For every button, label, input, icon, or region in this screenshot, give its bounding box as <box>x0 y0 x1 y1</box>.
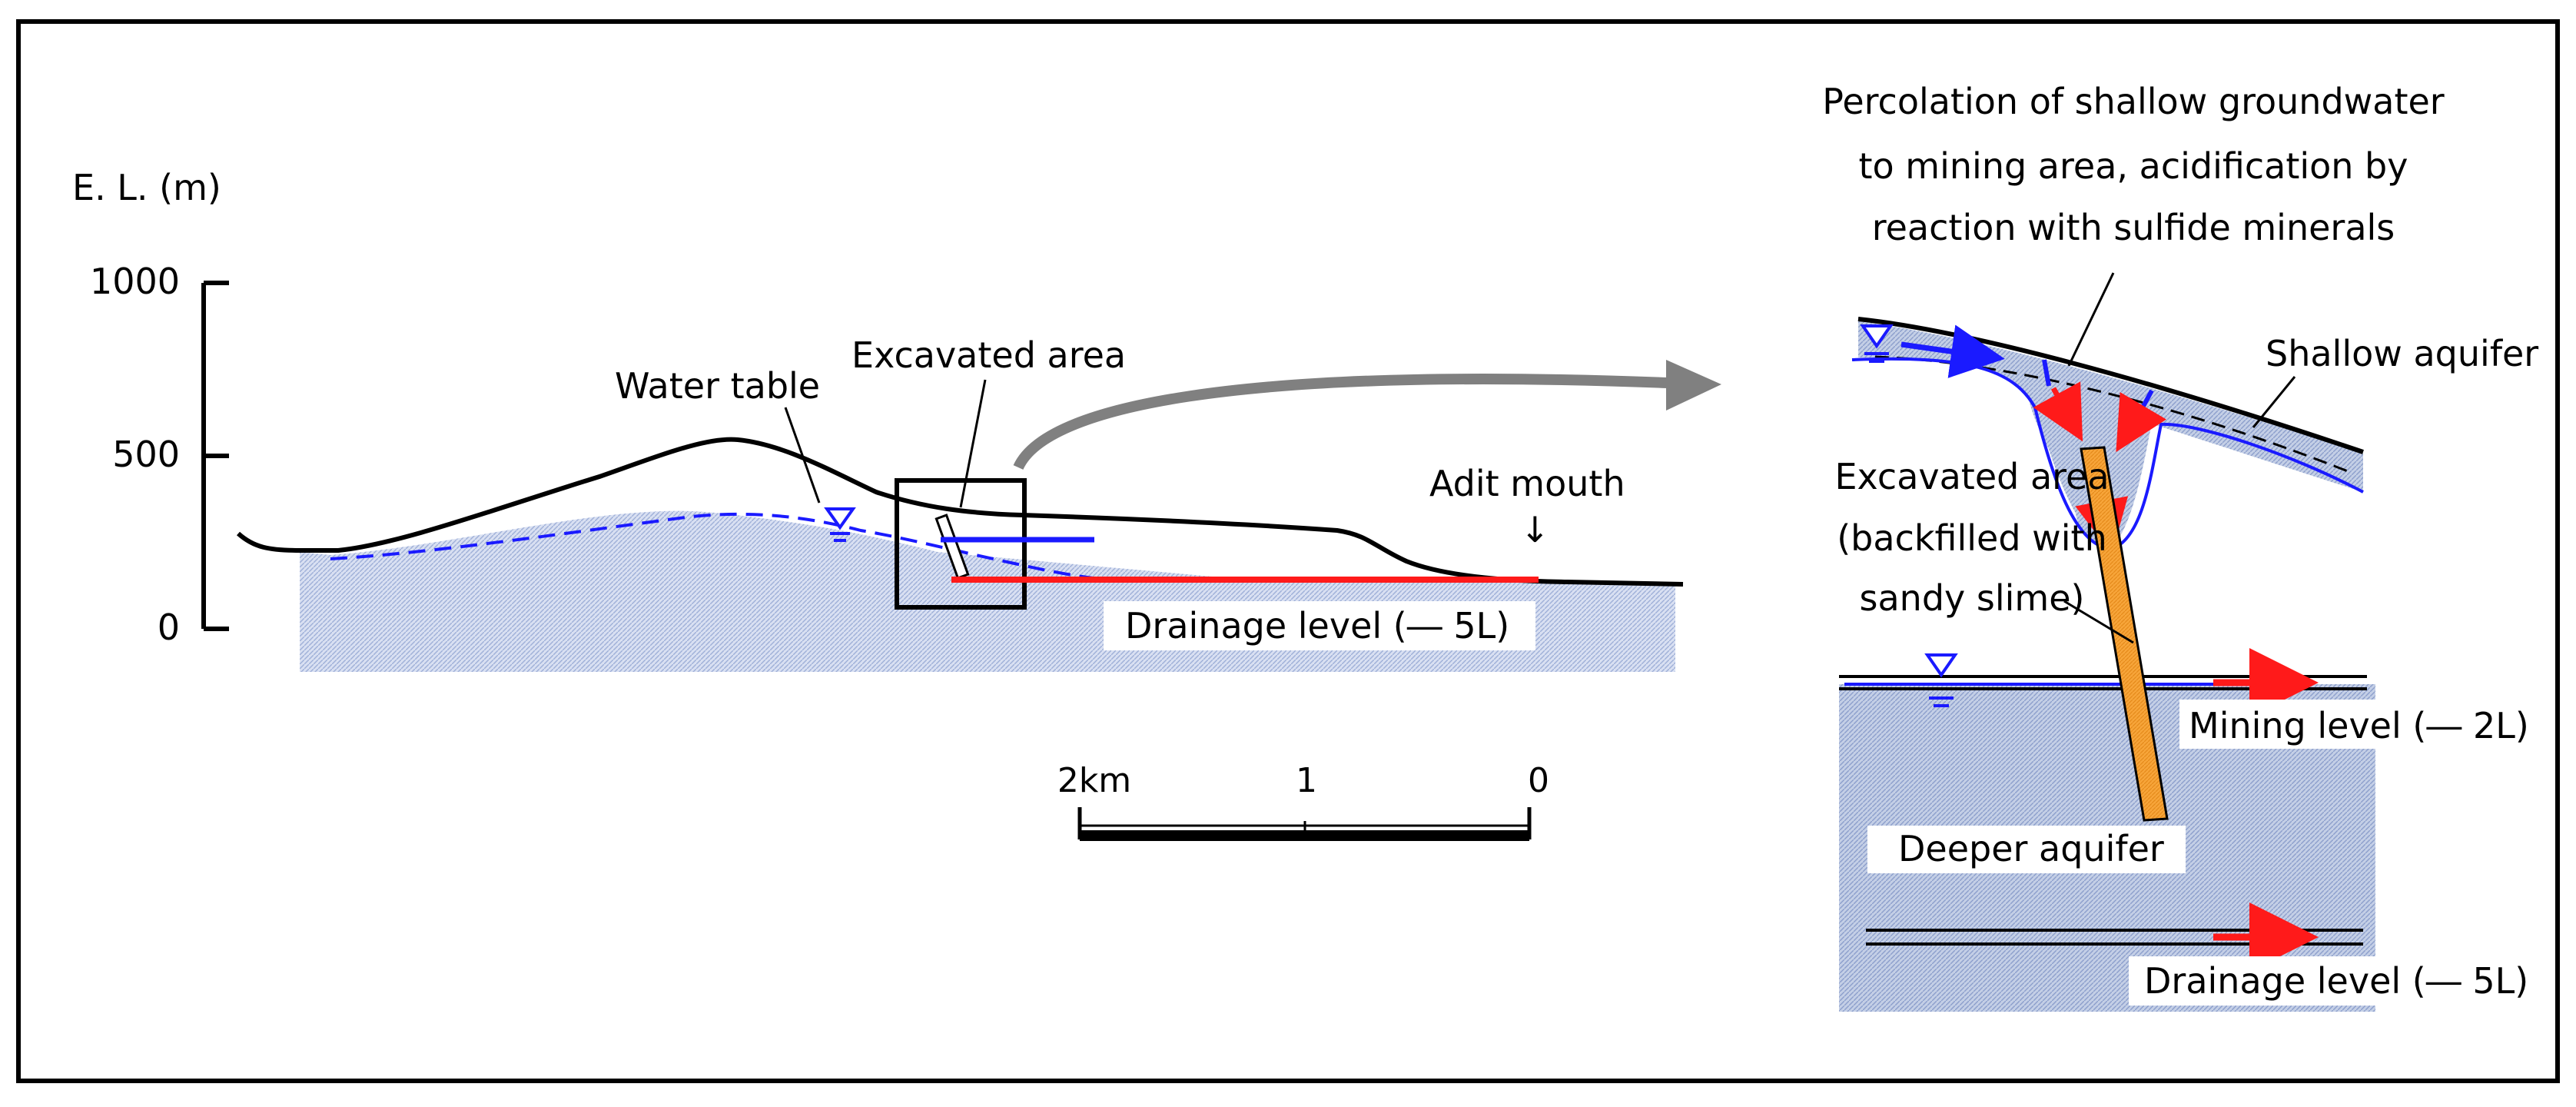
mining-level-label-bg <box>2179 700 2530 749</box>
excavated-area-leader <box>959 379 987 508</box>
detail-drainage-label-bg <box>2129 956 2536 1006</box>
detail-drainage-level-label: Drainage level (― 5L) <box>2144 960 2528 1002</box>
shallow-aquifer-leader <box>2252 376 2296 428</box>
scale-bar: 2km 1 0 <box>1057 761 1549 841</box>
scale-label-0: 0 <box>1528 761 1549 800</box>
detail-panel: Percolation of shallow groundwater to mi… <box>1822 81 2538 1012</box>
deeper-aquifer-label: Deeper aquifer <box>1898 828 2164 869</box>
percolation-note-line-2: to mining area, acidification by <box>1859 145 2408 187</box>
tick-label-0: 0 <box>158 607 180 648</box>
water-table-symbol-icon <box>824 507 856 542</box>
scale-label-1: 1 <box>1296 761 1317 800</box>
tick-label-500: 500 <box>112 434 180 475</box>
detail-water-table-symbol-icon <box>1860 324 1894 363</box>
zoom-box <box>895 478 1027 610</box>
red-flow-arrow-left <box>2033 381 2083 442</box>
figure-frame <box>16 19 2560 1083</box>
deeper-aquifer-label-bg <box>1867 826 2186 873</box>
detail-ground-surface <box>1857 317 2364 454</box>
excavated-area-detail-line-3: sandy slime) <box>1860 577 2085 619</box>
percolation-note-line-1: Percolation of shallow groundwater <box>1822 81 2445 122</box>
excavated-area-detail-line-1: Excavated area <box>1834 456 2109 497</box>
backfilled-excavation-column <box>2080 446 2169 822</box>
drainage-level-label-bg <box>1104 601 1535 650</box>
water-table-leader <box>784 407 821 504</box>
red-flow-arrow-right <box>2116 392 2167 453</box>
percolation-note-line-3: reaction with sulfide minerals <box>1872 207 2395 248</box>
adit-mouth-label: Adit mouth <box>1429 463 1625 504</box>
zoom-arrow <box>1013 374 1668 470</box>
water-table-label: Water table <box>615 365 820 407</box>
excavated-area-leader-detail <box>2063 600 2134 644</box>
percolation-leader <box>2066 272 2115 370</box>
ground-surface-line <box>236 437 1684 587</box>
mining-water-table-symbol-icon <box>1924 653 1958 707</box>
excavated-area-detail-line-2: (backfilled with <box>1837 517 2107 559</box>
adit-mouth-arrow-icon: ↓ <box>1520 509 1550 550</box>
excavated-area-label: Excavated area <box>851 334 1126 376</box>
shallow-aquifer-label: Shallow aquifer <box>2266 333 2538 374</box>
cross-section-panel: E. L. (m) 1000 500 0 Water table Excavat… <box>72 167 1721 841</box>
axis-label: E. L. (m) <box>72 167 221 208</box>
drainage-level-label: Drainage level (― 5L) <box>1125 605 1509 647</box>
tick-label-1000: 1000 <box>90 261 180 302</box>
zoom-arrowhead-icon <box>1666 360 1721 411</box>
mining-level-label: Mining level (― 2L) <box>2189 705 2529 746</box>
excavated-area-shape <box>934 514 970 580</box>
blue-flow-arrow-1 <box>1900 324 2005 378</box>
scale-label-2km: 2km <box>1057 761 1131 800</box>
